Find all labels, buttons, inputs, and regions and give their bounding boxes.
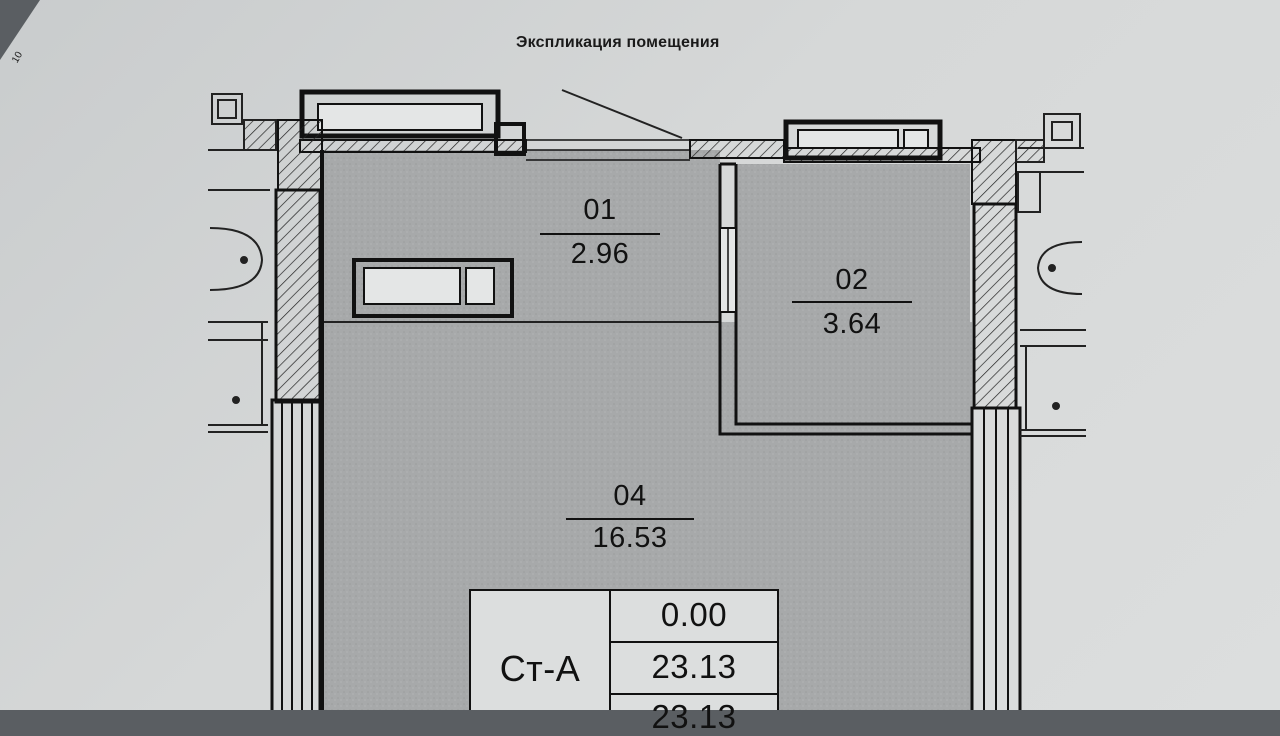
neighbour-left: [208, 93, 277, 433]
window-top-right: [783, 119, 943, 161]
cabinet-unit: [352, 258, 514, 318]
summary-table: [469, 589, 779, 710]
room-04-area: 16.53: [592, 522, 668, 554]
room-04-number: 04: [613, 480, 647, 512]
wall-right: [972, 202, 1018, 410]
neighbour-right: [1015, 113, 1086, 437]
window-top-left: [299, 89, 501, 139]
summary-value-1: 0.00: [660, 596, 728, 633]
apartment-type: Ст-А: [499, 648, 581, 689]
room-01-number: 01: [583, 194, 617, 226]
summary-value-3: 23.13: [651, 698, 737, 735]
floor-plan: [208, 89, 1086, 710]
room-02-area: 3.64: [822, 308, 882, 340]
wall-left: [274, 188, 322, 404]
room-04-fill-left: [324, 425, 719, 435]
summary-value-2: 23.13: [651, 648, 737, 685]
room-02-number: 02: [835, 264, 869, 296]
room-01-area: 2.96: [570, 238, 630, 270]
plan-title: Экспликация помещения: [516, 34, 720, 51]
room-02-fill: [736, 164, 970, 426]
leader-line: [561, 89, 683, 139]
